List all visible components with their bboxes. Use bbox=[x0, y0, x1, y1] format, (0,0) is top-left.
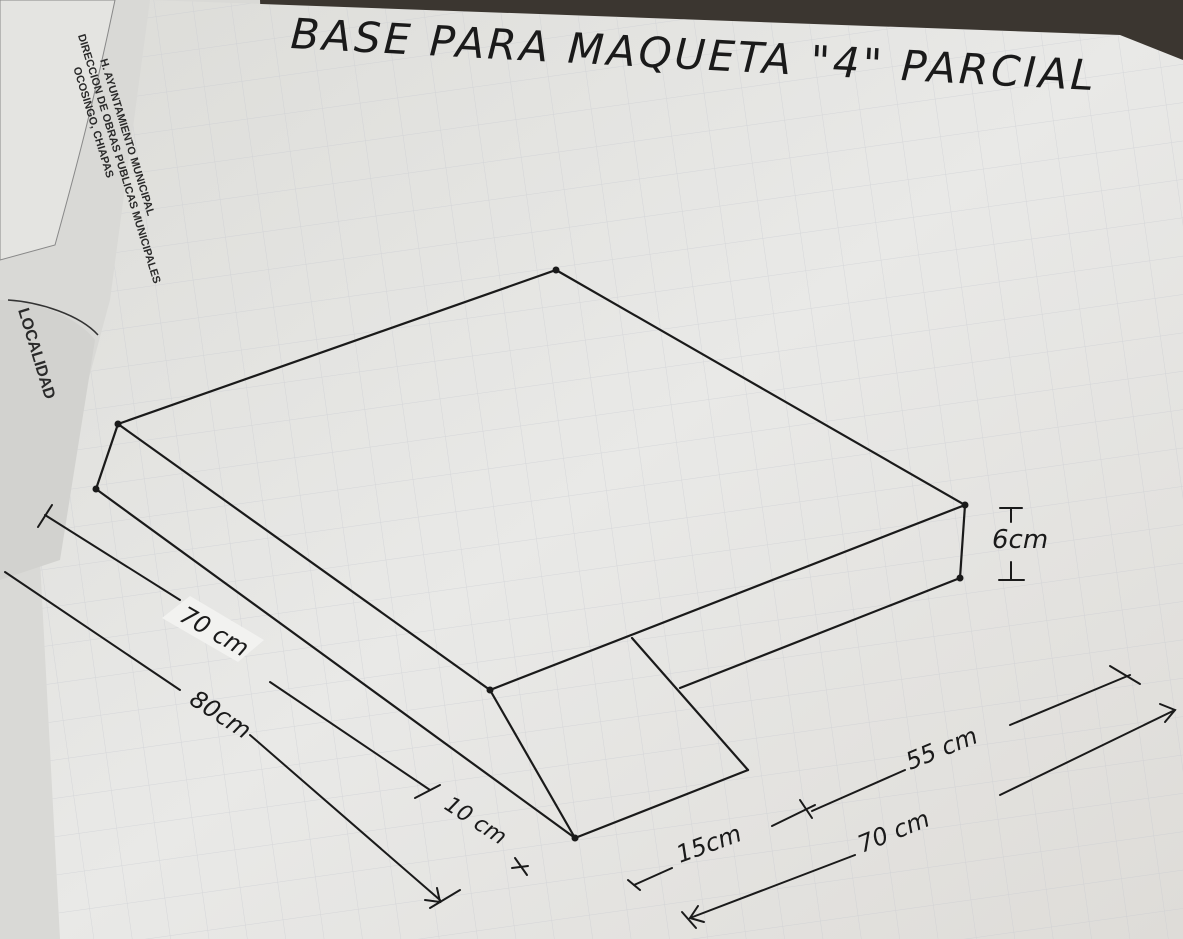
form-header-area bbox=[0, 0, 116, 261]
dimension-lines bbox=[4, 504, 1177, 929]
ramp-left-edge bbox=[488, 688, 577, 840]
dim-height: 6cm bbox=[992, 525, 1048, 555]
form-localidad-area bbox=[0, 300, 95, 580]
box-bottom-right-edge bbox=[678, 576, 962, 690]
box-edge-left bbox=[94, 422, 120, 491]
ramp-right-edge bbox=[630, 636, 750, 772]
box-bottom-left-edge bbox=[94, 487, 577, 840]
label-patch bbox=[162, 596, 264, 662]
ramp-bottom-edge bbox=[573, 768, 750, 840]
box-edge-right bbox=[958, 503, 967, 580]
